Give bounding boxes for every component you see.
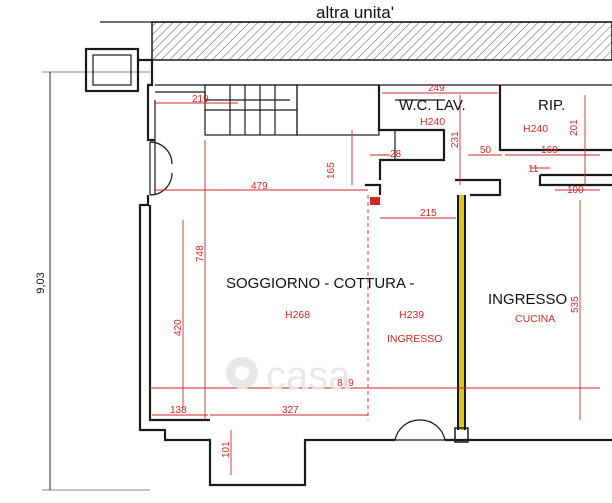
dim-327: 327 [282, 405, 299, 416]
neighbor-hatched-wall [100, 21, 612, 61]
sub-label-cucina: CUCINA [515, 313, 555, 325]
exterior-box-top-left [84, 47, 152, 93]
overall-dimension [42, 71, 150, 491]
dim-138: 138 [170, 405, 187, 416]
dim-535: 535 [570, 296, 581, 313]
dim-100: 100 [567, 185, 584, 196]
dim-849: 849 [337, 378, 354, 389]
staircase [204, 84, 380, 136]
room-label-wc: W.C. LAV. [399, 97, 466, 114]
fixture-marker [370, 197, 380, 205]
height-rip: H240 [523, 123, 548, 135]
height-living: H268 [285, 309, 310, 321]
dim-169: 169 [541, 145, 558, 156]
dim-201: 201 [569, 119, 580, 136]
partition-wall [454, 195, 469, 443]
dim-165: 165 [326, 162, 337, 179]
height-wc: H240 [420, 116, 445, 128]
dim-479: 479 [251, 181, 268, 192]
dim-215: 215 [420, 208, 437, 219]
left-door [149, 141, 173, 196]
sub-label-ingresso: INGRESSO [387, 333, 442, 345]
neighbor-unit-label: altra unita' [316, 3, 394, 22]
bottom-door [394, 419, 446, 441]
dim-11: 11 [528, 164, 539, 175]
dim-101: 101 [221, 441, 232, 458]
height-middle: H239 [399, 309, 424, 321]
dimension-lines [150, 92, 600, 475]
dim-231: 231 [450, 131, 461, 148]
watermark: casa [226, 354, 351, 398]
room-label-ingresso: INGRESSO [488, 291, 567, 308]
watermark-text: casa [266, 354, 351, 398]
outer-walls [138, 60, 612, 487]
room-label-soggiorno: SOGGIORNO - COTTURA - [226, 275, 414, 292]
dim-748: 748 [195, 245, 206, 262]
overall-height-dimension: 9,03 [35, 272, 47, 293]
dim-219: 219 [192, 94, 209, 105]
room-label-rip: RIP. [538, 97, 565, 114]
dim-420: 420 [173, 319, 184, 336]
dim-28: 28 [390, 149, 402, 160]
inner-walls [365, 85, 612, 197]
dim-249: 249 [428, 83, 445, 94]
dim-50: 50 [480, 145, 492, 156]
